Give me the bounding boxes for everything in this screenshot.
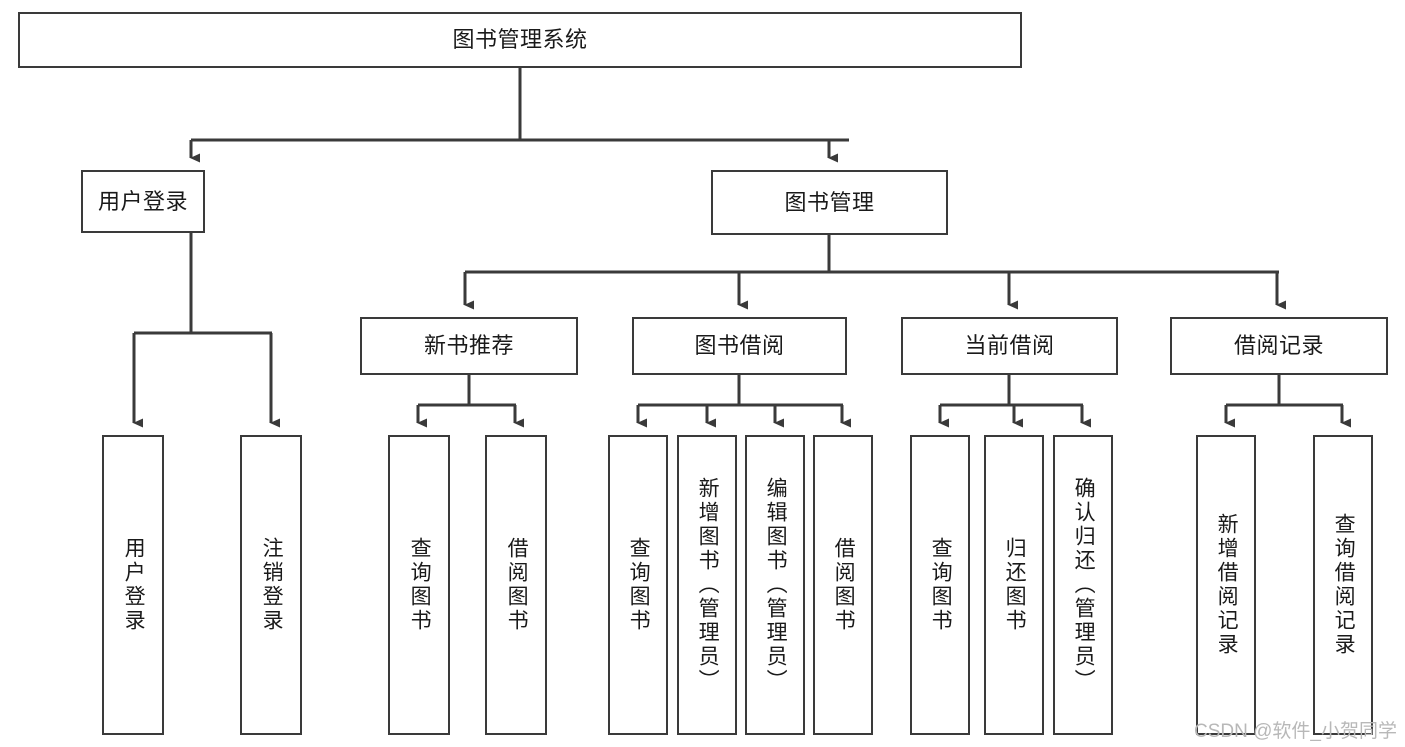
node-leaf-label: 归还图书 <box>1003 537 1027 633</box>
node-leaf-label: 编辑图书（管理员） <box>764 477 788 693</box>
node-leaf-label: 查询借阅记录 <box>1332 513 1356 657</box>
edges-bookmanage-to-level3 <box>463 235 1286 310</box>
node-current-borrow-label: 当前借阅 <box>964 333 1055 359</box>
node-book-borrow-label: 图书借阅 <box>694 333 785 359</box>
node-leaf-add-record[interactable]: 新增借阅记录 <box>1196 435 1256 735</box>
node-user-login-label: 用户登录 <box>97 188 188 214</box>
node-leaf-user-login[interactable]: 用户登录 <box>102 435 164 735</box>
node-leaf-label: 注销登录 <box>260 537 284 633</box>
node-leaf-label: 新增图书（管理员） <box>696 477 720 693</box>
node-leaf-label: 查询图书 <box>408 537 432 633</box>
node-root-system[interactable]: 图书管理系统 <box>18 12 1022 68</box>
edges-root-to-level2 <box>189 68 849 163</box>
node-leaf-query-record[interactable]: 查询借阅记录 <box>1313 435 1373 735</box>
node-leaf-label: 查询图书 <box>929 537 953 633</box>
node-book-borrow[interactable]: 图书借阅 <box>632 317 847 375</box>
edges-bookborrow-to-leaves <box>636 375 851 428</box>
node-leaf-label: 查询图书 <box>627 537 651 633</box>
node-leaf-label: 确认归还（管理员） <box>1072 477 1096 693</box>
node-book-manage[interactable]: 图书管理 <box>711 170 948 235</box>
edges-userlogin-to-leaves <box>132 233 280 428</box>
node-root-label: 图书管理系统 <box>452 27 588 53</box>
node-leaf-return-book[interactable]: 归还图书 <box>984 435 1044 735</box>
node-book-manage-label: 图书管理 <box>784 189 875 215</box>
node-leaf-label: 借阅图书 <box>832 537 856 633</box>
node-leaf-query-book-3[interactable]: 查询图书 <box>910 435 970 735</box>
edges-newbook-to-leaves <box>416 375 524 428</box>
node-leaf-confirm-return[interactable]: 确认归还（管理员） <box>1053 435 1113 735</box>
node-leaf-query-book-2[interactable]: 查询图书 <box>608 435 668 735</box>
node-new-book-recommend-label: 新书推荐 <box>423 333 514 359</box>
node-new-book-recommend[interactable]: 新书推荐 <box>360 317 578 375</box>
node-leaf-label: 新增借阅记录 <box>1215 513 1239 657</box>
node-leaf-add-book[interactable]: 新增图书（管理员） <box>677 435 737 735</box>
node-leaf-edit-book[interactable]: 编辑图书（管理员） <box>745 435 805 735</box>
node-borrow-record[interactable]: 借阅记录 <box>1170 317 1388 375</box>
edges-borrowrecord-to-leaves <box>1224 375 1351 428</box>
node-leaf-label: 用户登录 <box>122 537 146 633</box>
node-borrow-record-label: 借阅记录 <box>1233 333 1324 359</box>
node-leaf-label: 借阅图书 <box>505 537 529 633</box>
node-leaf-query-book-1[interactable]: 查询图书 <box>388 435 450 735</box>
edges-currentborrow-to-leaves <box>938 375 1091 428</box>
node-leaf-borrow-book-1[interactable]: 借阅图书 <box>485 435 547 735</box>
node-user-login[interactable]: 用户登录 <box>81 170 205 233</box>
node-leaf-user-logout[interactable]: 注销登录 <box>240 435 302 735</box>
node-leaf-borrow-book-2[interactable]: 借阅图书 <box>813 435 873 735</box>
node-current-borrow[interactable]: 当前借阅 <box>901 317 1118 375</box>
